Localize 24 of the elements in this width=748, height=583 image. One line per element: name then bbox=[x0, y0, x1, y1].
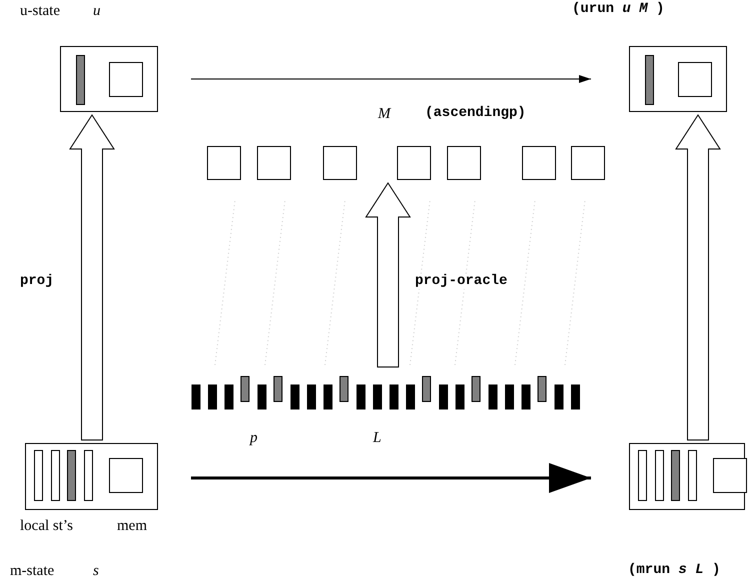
expression-label: (mrun s L ) bbox=[628, 563, 720, 578]
edge-label: proj-oracle bbox=[415, 274, 508, 290]
state-box bbox=[629, 46, 727, 112]
component-label: local st’s bbox=[20, 518, 73, 534]
block-arrow bbox=[675, 114, 721, 440]
variable-label: M bbox=[378, 106, 390, 122]
arrow bbox=[191, 463, 591, 493]
block-arrow bbox=[365, 182, 411, 368]
variable-label: u bbox=[93, 3, 100, 20]
edge-label: proj bbox=[20, 274, 54, 290]
sequence-drawing bbox=[207, 146, 605, 180]
variable-label: p bbox=[250, 430, 258, 446]
state-box bbox=[60, 46, 158, 112]
expression-label: (urun u M ) bbox=[572, 2, 664, 18]
state-label: u-state bbox=[20, 3, 60, 20]
variable-label: s bbox=[93, 563, 99, 580]
component-label: mem bbox=[117, 518, 147, 534]
arrow bbox=[190, 75, 592, 83]
state-label: m-state bbox=[10, 563, 54, 580]
predicate-label: (ascendingp) bbox=[425, 106, 526, 122]
state-box bbox=[629, 443, 745, 510]
block-arrow bbox=[69, 114, 115, 440]
state-box bbox=[25, 443, 158, 510]
variable-label: L bbox=[373, 430, 382, 446]
